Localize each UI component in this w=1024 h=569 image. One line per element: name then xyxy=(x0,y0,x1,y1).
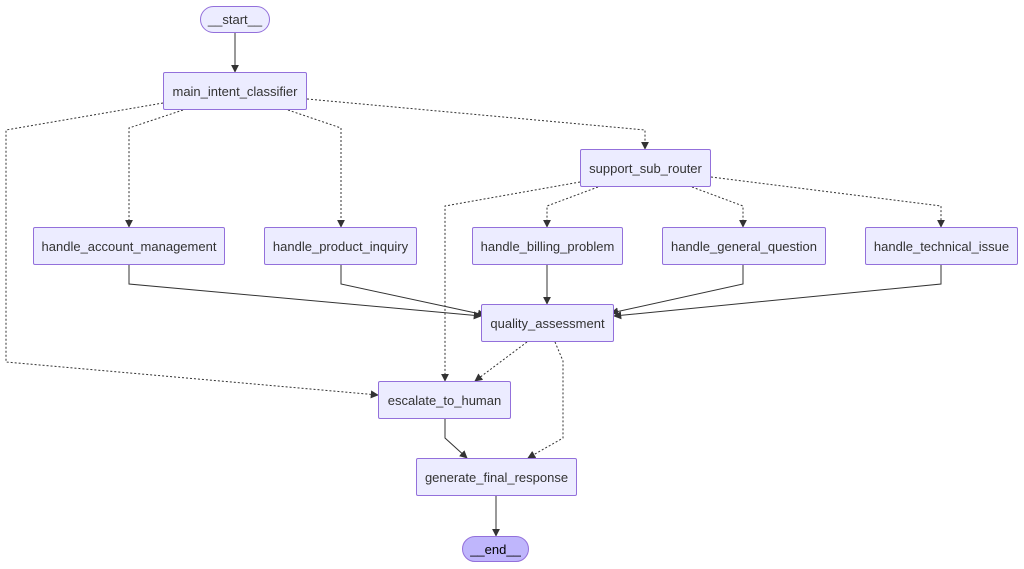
edge-handle-technical-issue-to-quality-assessment xyxy=(613,265,942,320)
node-handle-technical-issue[interactable]: handle_technical_issue xyxy=(865,227,1018,265)
node-start[interactable]: __start__ xyxy=(200,6,270,33)
node-end[interactable]: __end__ xyxy=(462,536,529,562)
edge-quality-assessment-to-escalate-to-human xyxy=(474,341,528,382)
edge-quality-assessment-to-generate-final-response xyxy=(527,341,564,459)
edge-main-intent-classifier-to-handle-product-inquiry xyxy=(287,109,345,228)
node-escalate-to-human[interactable]: escalate_to_human xyxy=(378,381,511,419)
edge-support-sub-router-to-handle-billing-problem xyxy=(543,186,599,228)
node-handle-billing-problem[interactable]: handle_billing_problem xyxy=(472,227,623,265)
node-support-sub-router[interactable]: support_sub_router xyxy=(580,149,711,187)
node-handle-general-question[interactable]: handle_general_question xyxy=(662,227,826,265)
node-handle-account-management[interactable]: handle_account_management xyxy=(33,227,225,265)
edge-support-sub-router-to-handle-general-question xyxy=(691,186,747,228)
edge-support-sub-router-to-escalate-to-human xyxy=(441,181,581,382)
edge-support-sub-router-to-handle-technical-issue xyxy=(710,176,945,228)
edge-main-intent-classifier-to-support-sub-router xyxy=(306,98,649,150)
edge-handle-account-management-to-quality-assessment xyxy=(128,265,482,320)
node-quality-assessment[interactable]: quality_assessment xyxy=(481,304,614,342)
node-handle-product-inquiry[interactable]: handle_product_inquiry xyxy=(264,227,417,265)
edge-escalate-to-human-to-generate-final-response xyxy=(444,419,468,459)
node-generate-final-response[interactable]: generate_final_response xyxy=(416,458,577,496)
edge-main-intent-classifier-to-handle-account-management xyxy=(125,109,184,228)
edge-handle-product-inquiry-to-quality-assessment xyxy=(340,265,486,318)
edge-handle-general-question-to-quality-assessment xyxy=(610,265,744,316)
node-main-intent-classifier[interactable]: main_intent_classifier xyxy=(163,72,307,110)
